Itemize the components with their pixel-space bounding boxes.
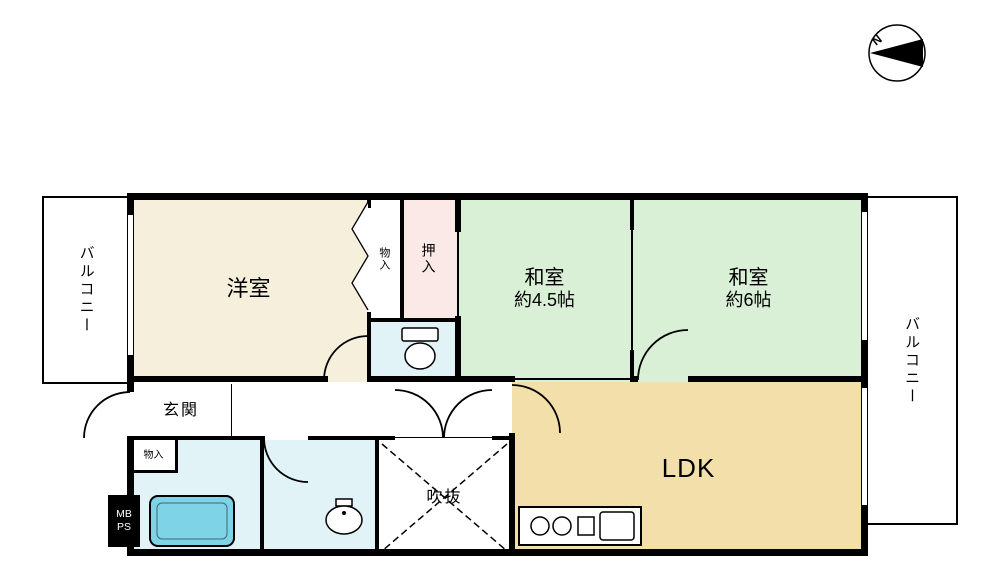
wall-segment (367, 312, 371, 382)
window (127, 215, 134, 355)
room-japanese-6-size: 約6帖 (725, 290, 772, 311)
wall-segment (127, 549, 868, 556)
oshiire-closet: 押入 (400, 196, 457, 322)
void-label: 吹抜 (424, 488, 465, 508)
wall-segment (175, 440, 178, 470)
wall-segment (130, 470, 178, 473)
wall-segment (127, 376, 328, 382)
wall-segment (455, 196, 461, 232)
wall-segment (861, 340, 868, 388)
wall-segment (127, 355, 134, 392)
oshiire-label: 押入 (420, 243, 437, 275)
room-japanese-6: 和室 約6帖 (632, 196, 865, 382)
meter-box-line2: PS (116, 521, 131, 533)
genkan-step-line (231, 384, 232, 436)
wall-segment (308, 436, 395, 440)
hallway (232, 382, 512, 440)
balcony-right-label: バルコニー (903, 315, 921, 406)
wall-segment (861, 193, 868, 212)
wall-segment (630, 196, 634, 230)
kitchen-counter (518, 506, 642, 546)
wall-segment (260, 440, 264, 552)
wall-segment (127, 436, 265, 440)
balcony-left-label: バルコニー (77, 245, 95, 335)
fusuma-line (631, 230, 633, 350)
sliding-door-line (515, 378, 630, 380)
wall-segment (492, 436, 512, 440)
room-western-label: 洋室 (226, 276, 271, 302)
wall-segment (630, 350, 634, 376)
storage-small-label: 物入 (143, 450, 164, 462)
genkan-label: 玄関 (162, 401, 199, 419)
fusuma-line (457, 232, 459, 316)
balcony-right: バルコニー (865, 196, 958, 525)
north-arrow-icon: N (866, 22, 928, 84)
wall-segment (400, 196, 404, 322)
balcony-left: バルコニー (42, 196, 130, 384)
washroom (262, 440, 377, 556)
window (861, 388, 868, 505)
wall-segment (367, 318, 461, 322)
wall-segment (127, 193, 868, 200)
ldk-label: LDK (661, 453, 716, 484)
wall-segment (688, 376, 868, 382)
wall-segment (630, 376, 638, 382)
wall-segment (455, 316, 461, 382)
meter-box-line1: MB (116, 507, 132, 520)
wall-segment (861, 505, 868, 556)
storage-top-label: 物入 (377, 247, 390, 271)
wall-segment (367, 196, 371, 208)
storage-small: 物入 (130, 440, 177, 472)
void-room: 吹抜 (377, 440, 512, 556)
toilet-room (367, 322, 457, 382)
genkan-entrance: 玄関 (130, 382, 232, 440)
threshold-line (395, 437, 492, 438)
wall-segment (509, 433, 515, 556)
window (861, 212, 868, 340)
wall-segment (127, 193, 134, 215)
room-japanese-4-5-size: 約4.5帖 (513, 290, 576, 311)
meter-box: MB PS (108, 495, 140, 547)
storage-top: 物入 (367, 196, 400, 322)
wall-segment (375, 440, 379, 552)
room-western: 洋室 (130, 196, 367, 382)
wall-segment (368, 376, 515, 382)
room-japanese-4-5: 和室 約4.5帖 (457, 196, 632, 382)
room-japanese-4-5-label: 和室 (524, 267, 565, 290)
room-japanese-6-label: 和室 (728, 267, 769, 290)
entrance-door-arc (83, 391, 131, 439)
